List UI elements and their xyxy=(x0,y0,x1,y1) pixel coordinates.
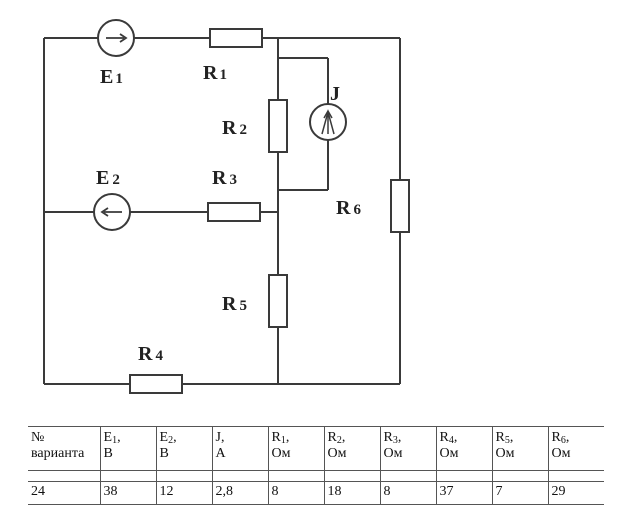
header-cell: R6,Ом xyxy=(547,426,604,471)
value-cell: 37 xyxy=(435,481,492,505)
header-cell: J,А xyxy=(211,426,268,471)
value-cell: 38 xyxy=(99,481,156,505)
resistor-r5-icon xyxy=(268,274,288,328)
value-cell: 8 xyxy=(379,481,436,505)
value-cell: 24 xyxy=(28,481,100,505)
current-source-j-icon xyxy=(309,103,347,141)
table-row: 24 38 12 2,8 8 18 8 37 7 29 xyxy=(28,481,604,505)
table-spacer-row xyxy=(28,470,604,482)
resistor-r1-icon xyxy=(209,28,263,48)
value-cell: 8 xyxy=(267,481,324,505)
resistor-r6-icon xyxy=(390,179,410,233)
wires xyxy=(43,37,401,385)
header-cell: E2,В xyxy=(155,426,212,471)
value-cell: 18 xyxy=(323,481,380,505)
header-cell: E1,В xyxy=(99,426,156,471)
value-cell: 29 xyxy=(547,481,604,505)
value-cell: 7 xyxy=(491,481,548,505)
header-cell: R4,Ом xyxy=(435,426,492,471)
voltage-source-e2-icon xyxy=(93,193,131,231)
header-cell: R3,Ом xyxy=(379,426,436,471)
header-cell: R1,Ом xyxy=(267,426,324,471)
resistor-r2-icon xyxy=(268,99,288,153)
voltage-source-e1-icon xyxy=(97,19,135,57)
value-cell: 2,8 xyxy=(211,481,268,505)
label-j: J xyxy=(330,83,340,105)
resistor-r3-icon xyxy=(207,202,261,222)
value-cell: 12 xyxy=(155,481,212,505)
header-cell: R2,Ом xyxy=(323,426,380,471)
header-cell: R5,Ом xyxy=(491,426,548,471)
resistor-r4-icon xyxy=(129,374,183,394)
